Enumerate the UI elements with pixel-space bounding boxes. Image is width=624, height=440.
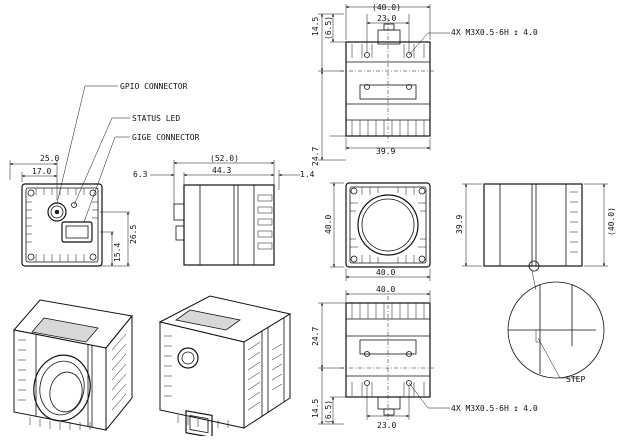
dim-15-4: 15.4 xyxy=(113,243,122,262)
gige-connector-icon xyxy=(61,221,93,243)
dim-top-23: 23.0 xyxy=(377,14,396,23)
top-view xyxy=(318,4,450,161)
dim-rside-40: (40.0) xyxy=(607,207,616,236)
dim-26-5: 26.5 xyxy=(129,225,138,244)
dim-bot-40: 40.0 xyxy=(376,285,395,294)
dim-bot-14-5: 14.5 xyxy=(311,399,320,418)
dim-top-39-9: 39.9 xyxy=(376,147,395,156)
dim-6-3: 6.3 xyxy=(133,170,148,179)
dim-44-3: 44.3 xyxy=(212,166,231,175)
dim-top-6-5: (6.5) xyxy=(324,16,333,40)
side-view xyxy=(150,160,300,266)
isometric-back-view xyxy=(158,295,292,439)
dim-1-4: 1.4 xyxy=(300,170,315,179)
dim-top-24-7: 24.7 xyxy=(311,147,320,166)
dim-bot-23: 23.0 xyxy=(377,421,396,430)
dim-top-14-5: 14.5 xyxy=(311,17,320,36)
bottom-view xyxy=(318,290,450,425)
right-side-view xyxy=(462,183,608,379)
status-led-icon xyxy=(71,202,77,208)
mount-holes-top-label: 4X M3X0.5-6H ↧ 4.0 xyxy=(451,28,538,37)
dim-52-0: (52.0) xyxy=(210,154,239,163)
dim-bot-24-7: 24.7 xyxy=(311,327,320,346)
step-label: STEP xyxy=(566,375,585,384)
status-led-label: STATUS LED xyxy=(132,114,180,123)
gige-connector-label: GIGE CONNECTOR xyxy=(132,133,200,142)
front-view xyxy=(330,182,431,281)
gpio-connector-label: GPIO CONNECTOR xyxy=(120,82,188,91)
dim-top-40: (40.0) xyxy=(372,3,401,12)
mount-holes-bottom-label: 4X M3X0.5-6H ↧ 4.0 xyxy=(451,404,538,413)
dim-rside-39-9: 39.9 xyxy=(455,215,464,234)
isometric-front-view xyxy=(13,299,133,432)
dim-front-40-w: 40.0 xyxy=(376,268,395,277)
dim-front-40-h: 40.0 xyxy=(324,215,333,234)
dim-17-0: 17.0 xyxy=(32,167,51,176)
back-view xyxy=(9,85,130,267)
dim-25-0: 25.0 xyxy=(40,154,59,163)
dim-bot-6-5: (6.5) xyxy=(324,400,333,424)
